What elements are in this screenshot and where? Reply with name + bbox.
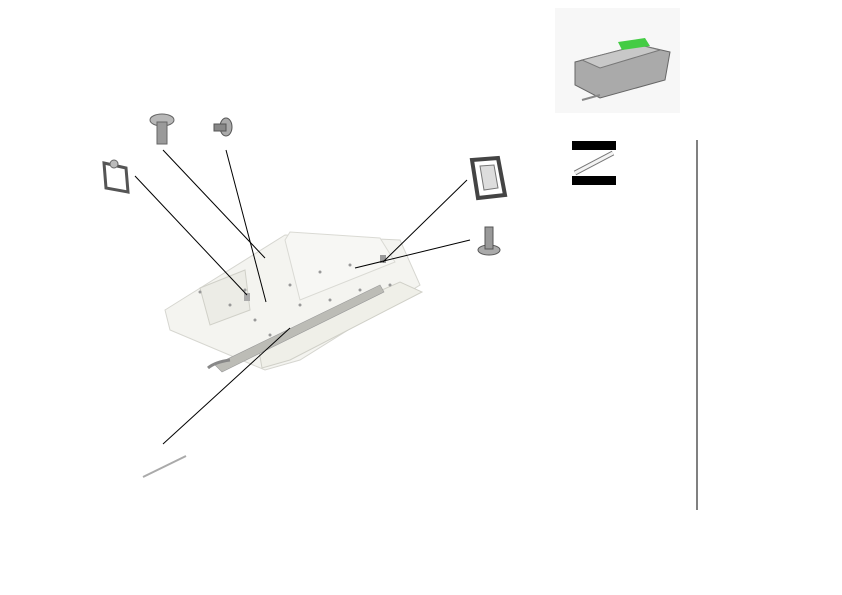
leader-line-clip xyxy=(134,175,248,296)
leader-line-screw xyxy=(354,239,471,269)
leader-line-small-screw xyxy=(225,149,267,303)
leader-lines xyxy=(134,149,471,445)
rod-part xyxy=(142,455,187,478)
small-screw-part xyxy=(213,117,233,137)
leader-line-bracket xyxy=(382,179,468,263)
bracket-part xyxy=(469,155,508,201)
clip-part xyxy=(102,159,130,194)
frame-assembly xyxy=(164,231,424,373)
leader-line-shoulder-screw xyxy=(162,149,266,259)
leader-line-rod xyxy=(162,327,291,445)
rod-icon xyxy=(572,141,616,185)
screw-part xyxy=(477,226,501,256)
assembly-thumbnail xyxy=(555,8,680,113)
shoulder-screw-part xyxy=(149,113,175,145)
